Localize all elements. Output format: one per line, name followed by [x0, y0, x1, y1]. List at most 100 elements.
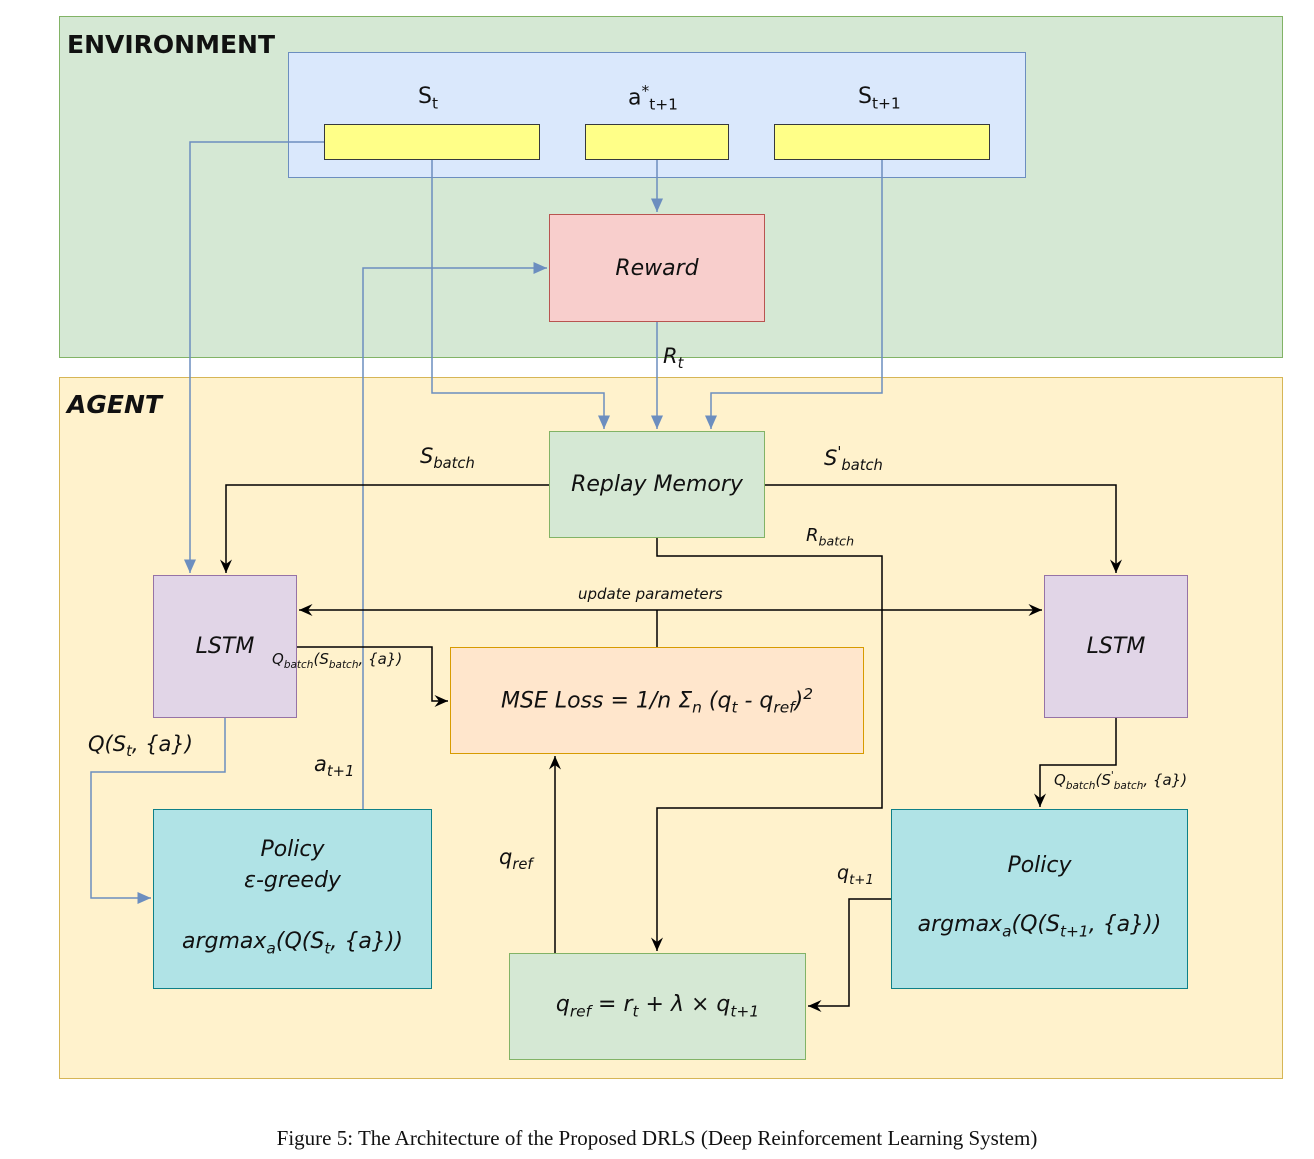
action-text: a — [628, 85, 642, 111]
policy-right-box: Policy argmaxa(Q(St+1, {a})) — [891, 809, 1188, 989]
g1: argmax — [917, 912, 1003, 938]
replay-memory-text: Replay Memory — [571, 472, 743, 497]
g3: (Q(S — [1011, 912, 1060, 938]
lstm-right-text: LSTM — [1086, 634, 1146, 659]
state-text: S — [418, 84, 432, 109]
sb-text: S — [420, 444, 434, 468]
environment-title: ENVIRONMENT — [67, 30, 276, 59]
target-q-box: qref = rt + λ × qt+1 — [509, 953, 806, 1060]
sp-sup: ' — [837, 444, 842, 461]
rb-text: R — [806, 525, 819, 546]
h1: q — [555, 992, 570, 1018]
h5: + λ × q — [638, 992, 731, 1018]
agent-title: AGENT — [67, 390, 162, 419]
qr1: q — [499, 845, 513, 869]
action-label: a*t+1 — [628, 82, 678, 114]
qe: , {a}) — [358, 650, 403, 668]
mse-close: ) — [794, 687, 804, 713]
state-label: St — [418, 84, 438, 112]
policy-left-box: Policy ε-greedy argmaxa(Q(St, {a})) — [153, 809, 432, 989]
qbatch-left-label: Qbatch(Sbatch, {a}) — [272, 650, 402, 671]
reward-edge-label: Rt — [663, 344, 683, 372]
an1: a — [314, 752, 327, 776]
mse-ref: ref — [773, 698, 795, 717]
edge-sprime-batch — [765, 484, 1122, 573]
sbatch-label: Sbatch — [420, 444, 475, 472]
g4: t+1 — [1059, 922, 1089, 941]
f2: a — [266, 939, 276, 958]
h2: ref — [569, 1002, 592, 1021]
qq6: , {a}) — [1143, 771, 1188, 789]
qb: batch — [283, 659, 314, 671]
mse-sq: 2 — [803, 684, 813, 703]
figure-caption: Figure 5: The Architecture of the Propos… — [276, 1126, 1038, 1150]
r-sub: t — [677, 355, 684, 373]
replay-memory-box: Replay Memory — [549, 431, 765, 538]
next-state-label: St+1 — [858, 84, 901, 112]
qs2: t — [126, 743, 132, 761]
qs1: Q(S — [88, 732, 127, 756]
next-state-sub: t+1 — [871, 94, 901, 113]
mse-text: MSE Loss = 1/n Σ — [500, 687, 693, 713]
mse-t: t — [731, 698, 738, 717]
qq2: batch — [1065, 780, 1096, 792]
sp-text: S — [824, 446, 838, 470]
reward-text: Reward — [615, 255, 699, 281]
policy-left-subtitle: ε-greedy — [244, 867, 341, 893]
g2: a — [1002, 922, 1012, 941]
next-state-bar — [774, 124, 990, 160]
f3: (Q(S — [275, 928, 325, 954]
r-text: R — [663, 344, 678, 368]
sprime-batch-label: S'batch — [824, 444, 883, 474]
sp-sub: batch — [841, 457, 883, 475]
edge-action-to-reward-feedback — [362, 262, 547, 809]
rbatch-label: Rbatch — [806, 525, 854, 549]
edge-qnext-to-target — [808, 898, 891, 1012]
h4: t — [632, 1002, 639, 1021]
a-next-label: at+1 — [314, 752, 354, 780]
qs3: , {a}) — [131, 732, 193, 756]
mse-minus: - q — [737, 687, 774, 713]
g5: , {a})) — [1088, 912, 1162, 938]
qq1: Q — [1054, 771, 1066, 789]
qa: Q — [272, 650, 284, 668]
an2: t+1 — [326, 763, 355, 781]
policy-left-title: Policy — [260, 836, 325, 862]
edge-state-to-lstm — [184, 141, 324, 573]
edge-qbatch-to-mse — [297, 646, 448, 707]
qq4: ' — [1110, 770, 1114, 782]
policy-right-formula: argmaxa(Q(St+1, {a})) — [918, 909, 1162, 947]
h6: t+1 — [730, 1002, 760, 1021]
f5: , {a})) — [330, 928, 403, 954]
action-sup: * — [641, 82, 650, 100]
edge-state-to-replay — [431, 160, 610, 429]
action-sub: t+1 — [649, 95, 678, 114]
sb-sub: batch — [433, 455, 475, 473]
policy-left-formula: argmaxa(Q(St, {a})) — [182, 926, 403, 964]
edge-next-state-to-replay — [705, 160, 883, 429]
lstm-left-box: LSTM — [153, 575, 297, 718]
state-bar — [324, 124, 540, 160]
qc: (S — [313, 650, 329, 668]
qbatch-right-label: Qbatch(S'batch, {a}) — [1054, 770, 1187, 792]
qr2: ref — [512, 856, 533, 874]
qn2: t+1 — [849, 872, 874, 888]
lstm-right-box: LSTM — [1044, 575, 1188, 718]
qref-label: qref — [499, 845, 533, 873]
f4: t — [324, 939, 331, 958]
h3: = r — [591, 992, 633, 1018]
edge-rbatch — [651, 538, 883, 951]
qq5: batch — [1113, 780, 1144, 792]
f1: argmax — [181, 928, 267, 954]
update-parameters-label: update parameters — [578, 585, 723, 603]
qn1: q — [837, 862, 850, 884]
mse-loss-formula: MSE Loss = 1/n Σn (qt - qref)2 — [501, 685, 813, 717]
lstm-left-text: LSTM — [195, 634, 255, 659]
edge-lstm-right-to-policy — [1034, 718, 1117, 807]
action-bar — [585, 124, 729, 160]
rb-sub: batch — [818, 533, 855, 549]
edge-sbatch — [220, 484, 549, 573]
mse-rest: (q — [701, 687, 732, 713]
